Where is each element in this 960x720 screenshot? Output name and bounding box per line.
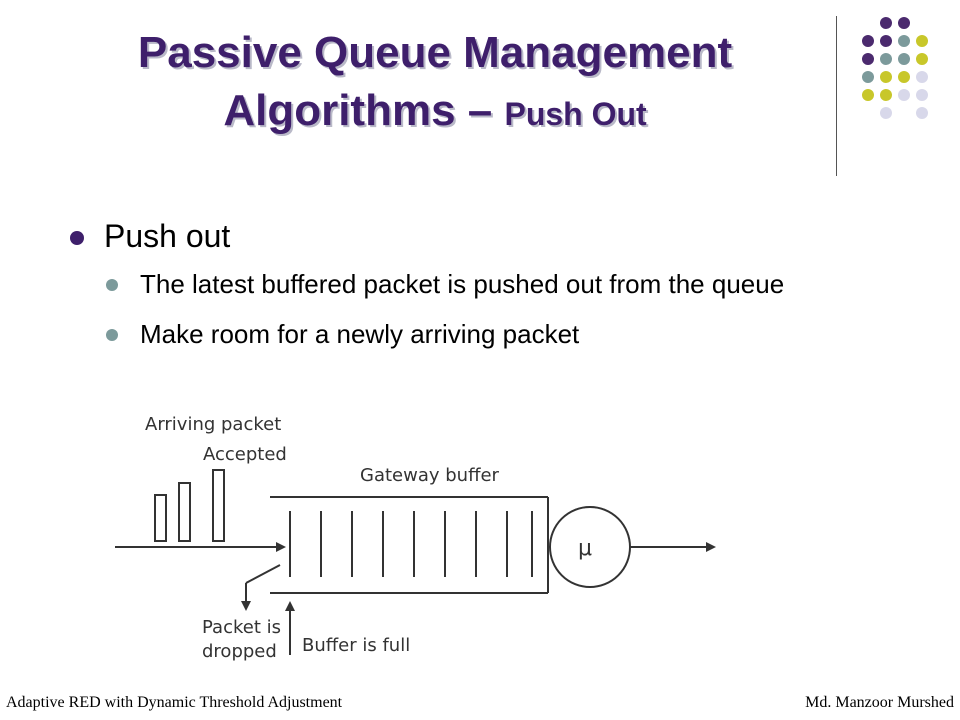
drop-path-diagonal [245, 564, 281, 584]
packet-dropped-label-2: dropped [202, 641, 277, 662]
title-line-2: Algorithms – Push Out [40, 82, 830, 143]
decorative-dot [916, 35, 928, 47]
sub-bullet-1: The latest buffered packet is pushed out… [106, 267, 850, 301]
title-divider [836, 16, 837, 176]
title-line-1: Passive Queue Management [137, 28, 733, 77]
decorative-dot [898, 35, 910, 47]
packet-bar-3 [212, 469, 225, 542]
drop-arrow-head [241, 601, 251, 611]
title-line-2-small: Push Out [504, 96, 647, 132]
server-mu-symbol: μ [578, 536, 592, 561]
packet-bar-2 [178, 482, 191, 542]
decorative-dot [898, 53, 910, 65]
decorative-dot [862, 71, 874, 83]
decorative-dot [862, 89, 874, 101]
decorative-dot [898, 89, 910, 101]
slide-title: Passive Queue Management Algorithms – Pu… [40, 24, 830, 143]
decorative-dot [880, 35, 892, 47]
gateway-buffer-label: Gateway buffer [360, 465, 500, 486]
input-arrow-head [276, 542, 286, 552]
output-arrow-head [706, 542, 716, 552]
decorative-dot [916, 71, 928, 83]
sub-bullet-list: The latest buffered packet is pushed out… [70, 267, 850, 351]
decorative-dot [880, 17, 892, 29]
decorative-dot [916, 107, 928, 119]
decorative-dot [880, 71, 892, 83]
bullet-main: Push out [70, 215, 850, 257]
arriving-packet-label: Arriving packet [145, 414, 281, 435]
title-line-2-main: Algorithms – [223, 86, 505, 135]
push-out-diagram: Arriving packet Accepted Gateway buffer … [115, 414, 716, 662]
decorative-dot [898, 17, 910, 29]
footer-author: Md. Manzoor Murshed [805, 694, 954, 711]
footer-presentation-title: Adaptive RED with Dynamic Threshold Adju… [6, 694, 343, 711]
decorative-dot [880, 53, 892, 65]
sub-bullet-2: Make room for a newly arriving packet [106, 317, 850, 351]
full-arrow-head [285, 601, 295, 611]
decorative-dot [862, 35, 874, 47]
buffer-slots [289, 511, 533, 577]
decorative-dot [916, 53, 928, 65]
packet-bar-1 [154, 494, 167, 542]
decorative-dot [880, 89, 892, 101]
decorative-dot [862, 53, 874, 65]
accepted-label: Accepted [203, 444, 287, 465]
decorative-dot [880, 107, 892, 119]
decorative-dot [898, 71, 910, 83]
packet-dropped-label-1: Packet is [202, 617, 281, 638]
buffer-full-label: Buffer is full [302, 635, 410, 656]
decorative-dot-grid [850, 12, 950, 162]
decorative-dot [916, 89, 928, 101]
bullet-list: Push out The latest buffered packet is p… [70, 215, 850, 367]
